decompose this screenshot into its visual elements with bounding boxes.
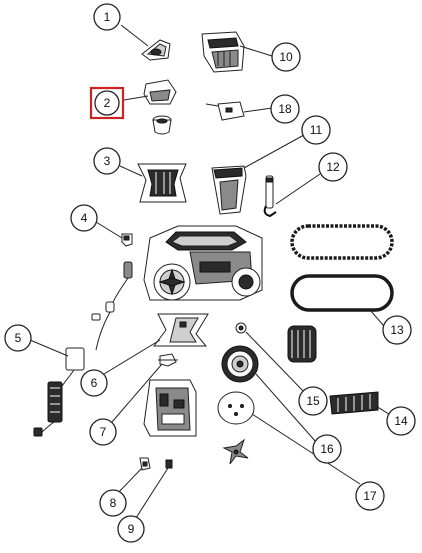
callout-14: 14 [386, 406, 416, 436]
part-9-connector [165, 459, 173, 469]
svg-text:9: 9 [128, 522, 135, 536]
svg-text:3: 3 [104, 154, 111, 168]
part-7-bracket [158, 353, 178, 367]
part-8-connector [139, 457, 151, 471]
svg-text:17: 17 [363, 489, 377, 503]
part-6-front-cover [153, 313, 209, 347]
part-16-wheel [221, 345, 259, 383]
selection-highlight-box [89, 86, 125, 120]
callout-8: 8 [99, 489, 127, 517]
part-12-handle [263, 175, 277, 218]
callout-5: 5 [4, 324, 32, 352]
callout-11: 11 [301, 115, 331, 145]
part-5-power-cable [33, 261, 133, 437]
brush-roller [287, 325, 317, 363]
svg-text:8: 8 [110, 496, 117, 510]
part-13-track-belts [290, 224, 394, 312]
motor-unit [143, 379, 197, 437]
svg-text:5: 5 [15, 331, 22, 345]
callout-2: 2 [89, 86, 125, 120]
part-14-brush-strip [329, 391, 379, 415]
svg-text:14: 14 [394, 414, 408, 428]
callout-15: 15 [298, 386, 328, 416]
impeller [222, 438, 249, 465]
main-body-chassis [143, 225, 263, 301]
leader-lines [29, 24, 393, 522]
svg-text:11: 11 [310, 123, 323, 137]
svg-text:6: 6 [91, 376, 98, 390]
callout-17: 17 [355, 481, 385, 511]
part-3-filter-frame [137, 163, 187, 203]
svg-text:4: 4 [81, 211, 88, 225]
callout-10: 10 [271, 42, 301, 72]
svg-text:18: 18 [278, 102, 292, 116]
part-18-circuit-board [205, 101, 245, 121]
part-15-washer [235, 322, 247, 334]
svg-text:2: 2 [104, 96, 111, 110]
svg-text:16: 16 [320, 442, 334, 456]
callout-9: 9 [117, 515, 145, 543]
svg-text:10: 10 [279, 50, 293, 64]
callout-4: 4 [70, 204, 98, 232]
callout-12: 12 [318, 152, 348, 182]
svg-text:15: 15 [306, 394, 320, 408]
part-4-clip [121, 233, 133, 247]
callout-16: 16 [312, 434, 342, 464]
callout-7: 7 [89, 418, 117, 446]
svg-text:1: 1 [104, 10, 111, 24]
part-10-filter-basket [201, 31, 245, 73]
part-2-filter-assembly [143, 79, 177, 135]
callout-13: 13 [382, 315, 412, 345]
callout-18: 18 [270, 94, 300, 124]
callout-6: 6 [80, 369, 108, 397]
svg-text:12: 12 [326, 160, 340, 174]
callout-3: 3 [93, 147, 121, 175]
svg-text:13: 13 [390, 323, 404, 337]
part-17-disc [217, 391, 255, 425]
svg-text:7: 7 [100, 425, 107, 439]
callout-1: 1 [93, 3, 121, 31]
part-11-filter-canister [211, 165, 247, 215]
part-1-cap [141, 39, 171, 61]
